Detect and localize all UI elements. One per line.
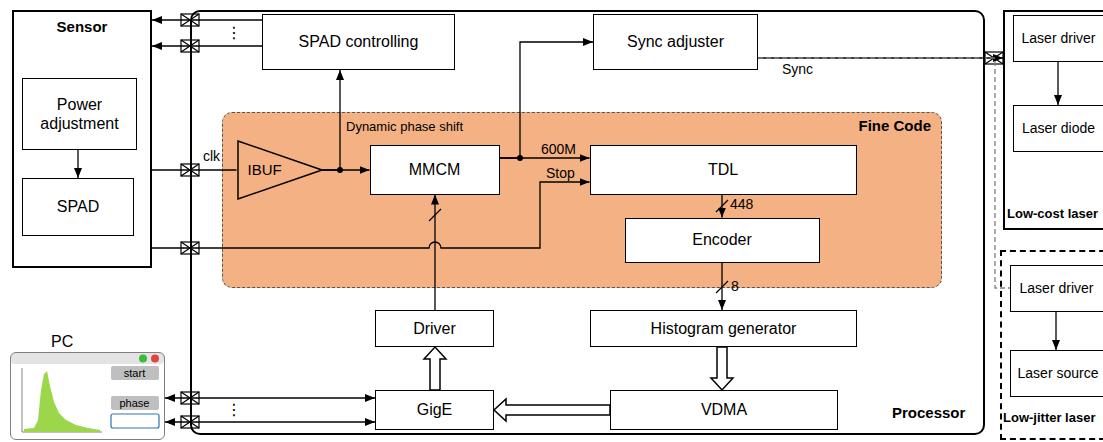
process-box: VDMA: [610, 390, 838, 430]
process-box: Histogram generator: [590, 310, 857, 347]
box-label: VDMA: [701, 400, 747, 419]
box-label: Encoder: [692, 230, 752, 249]
signal-label: 600M: [541, 141, 576, 158]
box-label: Driver: [413, 319, 456, 338]
connector: [758, 58, 1010, 288]
process-box: Laser driver: [1013, 15, 1103, 62]
connector: [77, 150, 78, 178]
connector: [1057, 62, 1058, 105]
process-box: SPAD controlling: [262, 14, 455, 70]
signal-label: clk: [203, 148, 220, 165]
ellipsis-mark: ⋮: [226, 25, 242, 41]
connector: [165, 421, 375, 422]
box-label: SPAD: [57, 197, 99, 216]
title-bar: [11, 353, 164, 364]
fine-code-region: Fine CodeIBUF MMCM TDL Encoder: [222, 112, 942, 288]
signal-label: Sync: [782, 61, 813, 78]
box-label: Sync adjuster: [627, 32, 724, 51]
block-arrow: [711, 347, 733, 390]
buffer-triangle: IBUF: [237, 140, 323, 200]
connector: [721, 263, 722, 311]
block-arrow: [424, 347, 446, 390]
process-box: TDL: [590, 145, 857, 195]
box-label: TDL: [708, 160, 738, 179]
process-box: SPAD: [22, 178, 134, 236]
panel-title: IBUF: [248, 161, 282, 179]
window-dot: [139, 355, 147, 363]
port-symbols: [181, 14, 1003, 428]
button: [111, 396, 159, 410]
process-box: MMCM: [370, 145, 500, 195]
process-box: Sync adjuster: [593, 14, 758, 70]
connector: [152, 19, 262, 20]
laser-panel: Low-jitter laser Laser driverLaser source: [1000, 250, 1103, 440]
connector: [500, 42, 594, 158]
process-box: Laser source: [1010, 350, 1103, 397]
box-label: GigE: [417, 400, 453, 419]
ellipsis-mark: ⋮: [226, 402, 242, 418]
sensor-panel: SensorPower adjustmentSPAD: [12, 10, 152, 268]
bus-slashes: [429, 200, 728, 293]
process-box: GigE: [375, 390, 494, 430]
button: [111, 366, 159, 380]
input-box: [111, 414, 159, 428]
panel-title: PC: [51, 332, 73, 351]
panel-title: Low-jitter laser: [1003, 410, 1095, 426]
box-label: Laser driver: [1020, 280, 1094, 297]
connector: [721, 195, 722, 218]
connector: [165, 397, 375, 398]
button-label: start: [111, 366, 159, 380]
process-box: Encoder: [625, 218, 820, 263]
connector: [152, 45, 262, 46]
process-box: Power adjustment: [22, 78, 137, 150]
signal-label: Dynamic phase shift: [346, 119, 463, 135]
processor-board: Processor SPAD controlling Sync adjusterFi…: [190, 10, 985, 435]
window-dot: [151, 355, 159, 363]
signal-label: 448: [730, 196, 753, 213]
block-arrow: [494, 399, 610, 421]
histogram-bars: [24, 371, 100, 432]
connector: [323, 70, 341, 170]
triangle-outline: [237, 140, 323, 200]
connector: [152, 182, 590, 248]
box-label: MMCM: [409, 160, 461, 179]
process-box: Driver: [375, 310, 494, 347]
button-label: phase: [111, 396, 159, 410]
signal-label: 8: [731, 278, 739, 295]
panel-title: Fine Code: [858, 117, 931, 135]
box-label: Power adjustment: [29, 95, 130, 133]
box-label: Laser driver: [1022, 30, 1096, 47]
laser-panel: Low-cost laser Laser driverLaser diode: [1003, 10, 1103, 230]
connector: [434, 195, 435, 311]
panel-title: Processor: [892, 404, 965, 422]
chart-axis: [22, 368, 23, 432]
process-box: Laser diode: [1013, 105, 1103, 152]
box-label: SPAD controlling: [299, 32, 419, 51]
pc-window: PCstartphase: [10, 352, 165, 440]
box-label: Laser source: [1018, 365, 1099, 382]
box-label: Laser diode: [1022, 120, 1095, 137]
signal-label: Stop: [546, 165, 575, 182]
panel-title: Low-cost laser: [1007, 206, 1098, 222]
box-label: Histogram generator: [651, 319, 797, 338]
pc-window-art: [11, 353, 164, 432]
connector: [152, 169, 237, 170]
panel-title: Sensor: [14, 18, 150, 36]
triangle-shape: [238, 141, 322, 199]
process-box: Laser driver: [1010, 265, 1103, 312]
connector: [1055, 312, 1056, 350]
